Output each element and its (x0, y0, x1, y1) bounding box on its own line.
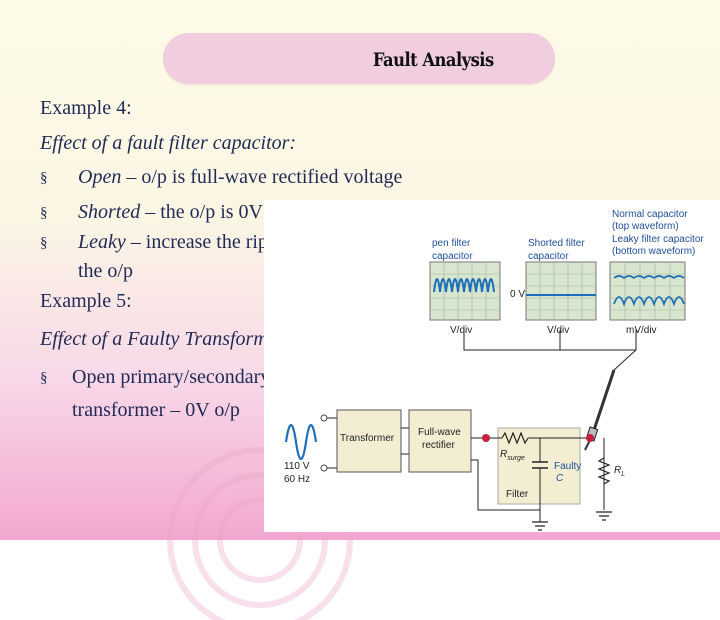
bullet-open: Open – o/p is full-wave rectified voltag… (78, 166, 403, 188)
example4-subtitle: Effect of a fault filter capacitor: (40, 132, 297, 154)
circuit-figure: pen filter capacitor Shorted filter capa… (264, 200, 720, 532)
scope-normal-leaky (609, 261, 686, 321)
example5-subtitle: Effect of a Faulty Transformer: (40, 328, 292, 350)
bullet-transformer-cont: transformer – 0V o/p (72, 399, 240, 421)
label-source-1: 110 V (284, 461, 310, 472)
bullet-marker: § (40, 235, 48, 251)
label-rectifier-1: Full-wave (418, 427, 461, 438)
bullet-shorted: Shorted – the o/p is 0V (78, 201, 263, 223)
filter-box (497, 427, 581, 505)
bullet-marker: § (40, 170, 48, 186)
label-faulty-2: C (556, 473, 564, 484)
scope-shorted-capacitor (525, 261, 597, 321)
label-mvdiv: mV/div (626, 325, 657, 336)
title-pill (163, 33, 555, 84)
label-rl: RL (614, 465, 626, 479)
slide-title: Fault Analysis (372, 49, 494, 71)
label-filter: Filter (506, 489, 529, 500)
transformer-box (336, 409, 402, 473)
label-source-2: 60 Hz (284, 474, 311, 485)
scope-open-capacitor (429, 261, 501, 321)
bullet-marker: § (40, 370, 48, 386)
rectifier-box (408, 409, 472, 473)
bullet-leaky-cont: the o/p (78, 260, 133, 282)
example4-heading: Example 4: (40, 97, 132, 119)
label-rectifier-2: rectifier (422, 440, 455, 451)
label-leaky-cap-1: Leaky filter capacitor (612, 234, 704, 245)
label-normal-cap-2: (top waveform) (612, 221, 679, 232)
label-open-cap-2: capacitor (432, 251, 473, 262)
circuit-diagram (284, 261, 686, 531)
label-open-cap-1: pen filter (432, 238, 471, 249)
label-vdiv-1: V/div (450, 325, 473, 336)
label-vdiv-2: V/div (547, 325, 570, 336)
label-rsurge: Rsurge (500, 449, 525, 463)
example5-heading: Example 5: (40, 290, 132, 312)
label-normal-cap-1: Normal capacitor (612, 209, 688, 220)
label-zero-volt: 0 V (510, 289, 526, 300)
ac-source-waveform (284, 423, 318, 461)
label-shorted-cap-1: Shorted filter (528, 238, 585, 249)
label-shorted-cap-2: capacitor (528, 251, 569, 262)
bullet-marker: § (40, 205, 48, 221)
label-faulty-1: Faulty (554, 461, 582, 472)
label-leaky-cap-2: (bottom waveform) (612, 246, 696, 257)
label-transformer: Transformer (340, 433, 395, 444)
